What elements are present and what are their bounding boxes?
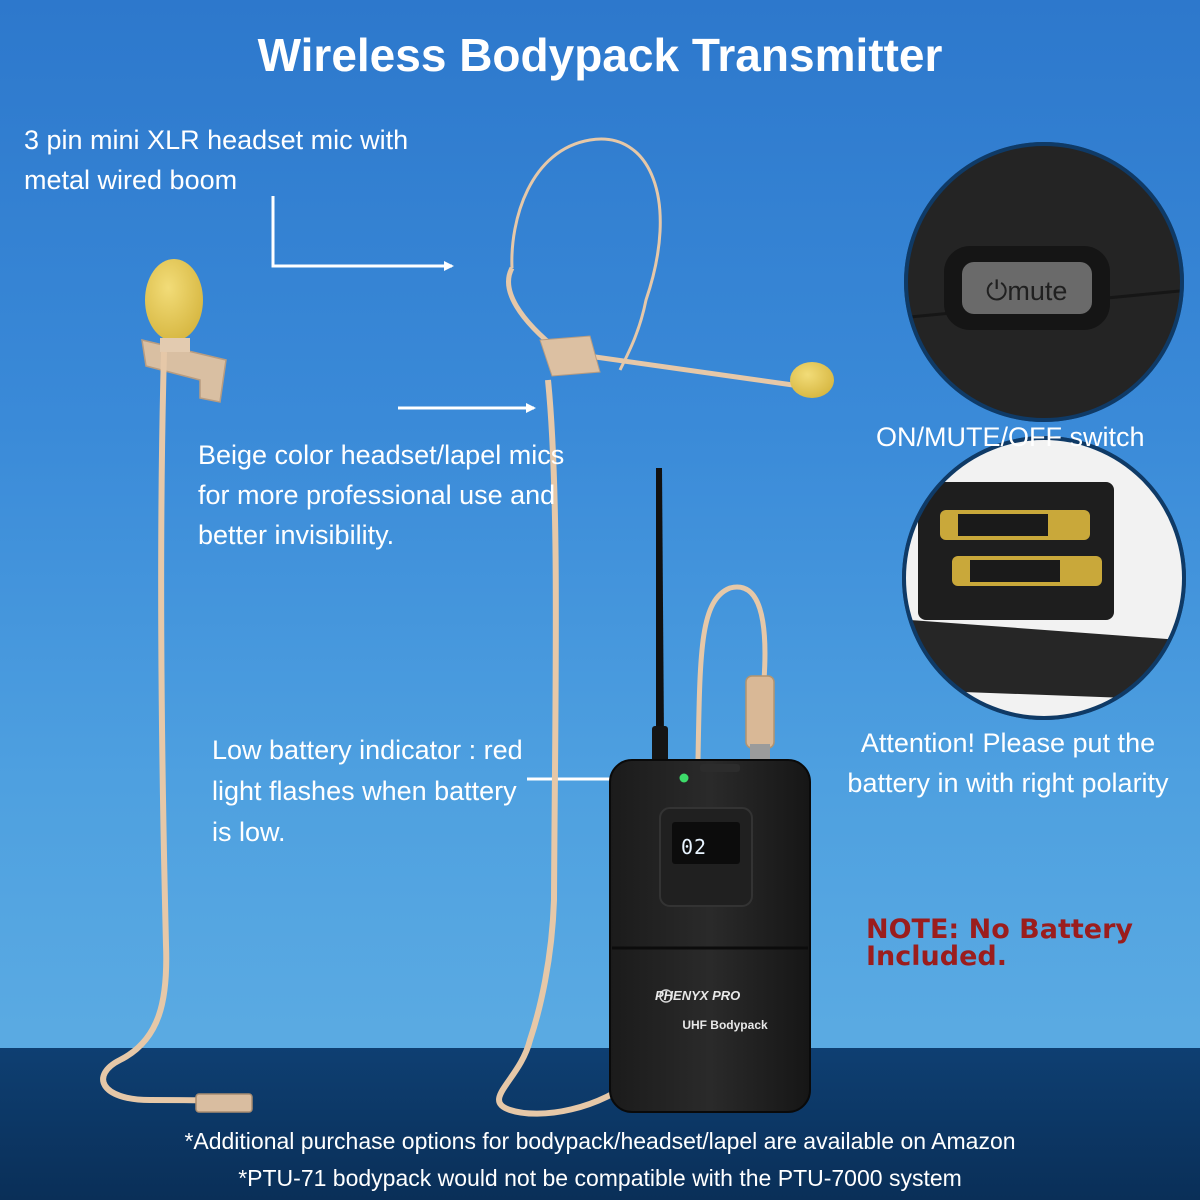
mute-switch-inset <box>904 142 1184 422</box>
low-battery-callout: Low battery indicator : red light flashe… <box>212 735 523 847</box>
mute-text: mute <box>1007 276 1068 306</box>
brand-logo: PHENYX PRO <box>655 988 741 1003</box>
bodypack-cable <box>695 584 775 762</box>
lapel-mic <box>100 259 253 1113</box>
battery-polarity-callout: Attention! Please put the battery in wit… <box>847 728 1169 798</box>
model-label: UHF Bodypack <box>682 1018 768 1032</box>
headset-callout: 3 pin mini XLR headset mic with metal wi… <box>24 125 409 195</box>
footer-band <box>0 1048 1200 1200</box>
channel-display: 02 <box>681 835 708 859</box>
battery-compartment-inset <box>902 436 1186 720</box>
beige-color-callout: Beige color headset/lapel mics for more … <box>198 440 565 550</box>
no-battery-note: NOTE: No Battery Included. <box>866 914 1133 972</box>
switch-callout: ON/MUTE/OFF switch <box>876 422 1145 452</box>
headset-arrow <box>271 196 454 271</box>
footnote-purchase-options: *Additional purchase options for bodypac… <box>184 1128 1016 1154</box>
page-title: Wireless Bodypack Transmitter <box>257 29 943 81</box>
headset-mic <box>496 137 834 1117</box>
footnote-compatibility: *PTU-71 bodypack would not be compatible… <box>238 1165 962 1191</box>
mute-switch-label: ⏻mute <box>986 276 1068 306</box>
bodypack-transmitter <box>609 468 811 1113</box>
